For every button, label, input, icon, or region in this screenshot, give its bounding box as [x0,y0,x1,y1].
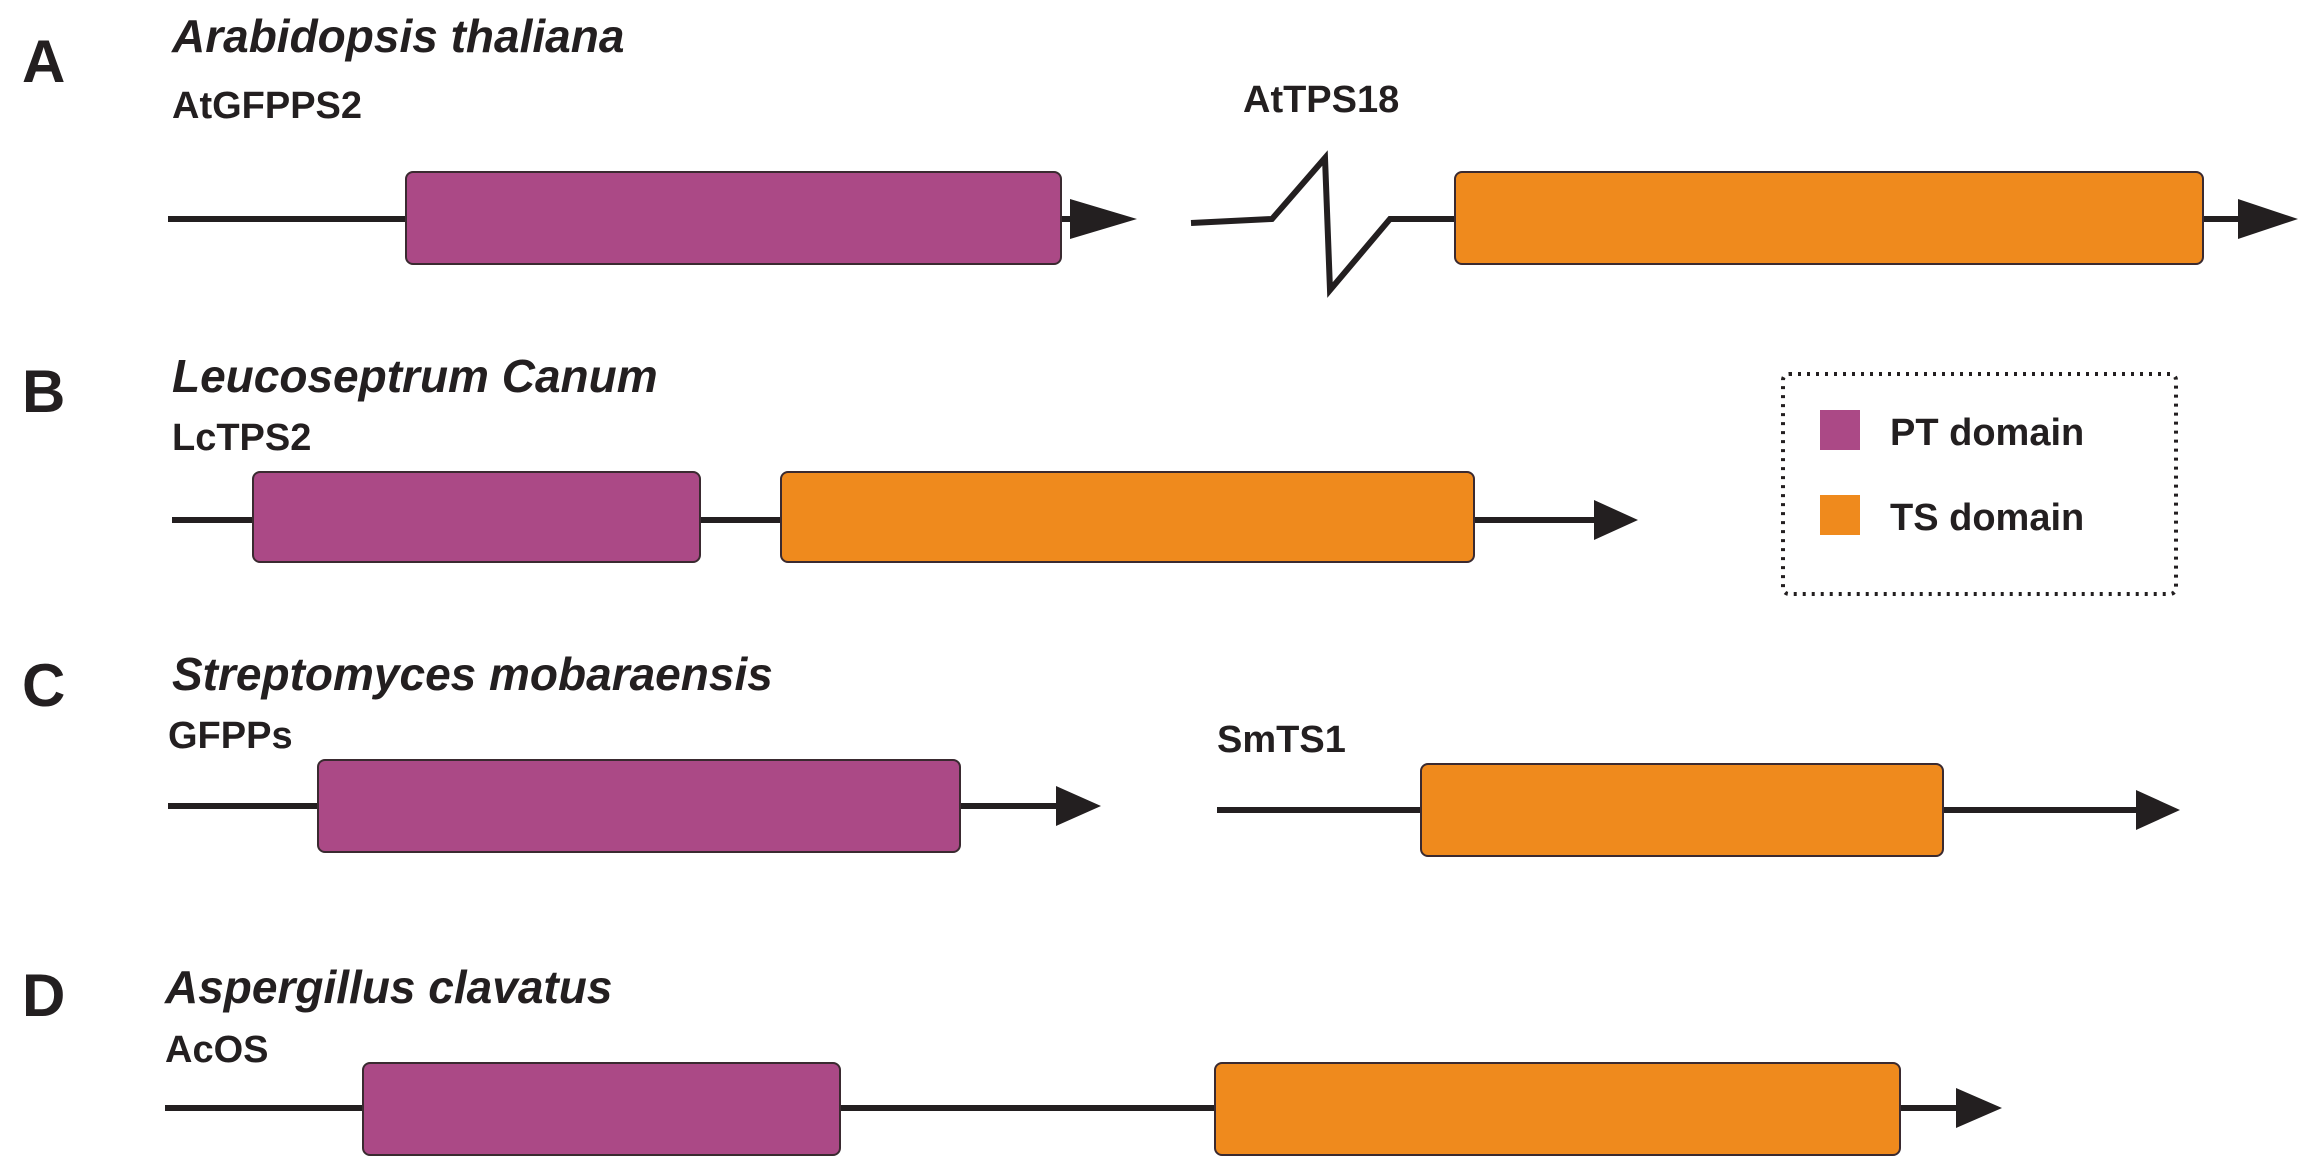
panel-c-gene-2-label: SmTS1 [1217,719,1346,761]
panel-c-gene-2-arrowhead [2136,790,2180,830]
panel-a-gene-1-arrowhead [1070,199,1137,239]
panel-a-gene-2-label: AtTPS18 [1243,79,1399,121]
panel-c-gene-2-ts-domain [1420,763,1944,857]
panel-d-gene-1-arrowhead [1956,1088,2002,1128]
panel-c-gene-1-arrowhead [1056,786,1101,826]
panel-a-gene-1-label: AtGFPPS2 [172,85,362,127]
panel-d-gene-1-ts-domain [1214,1062,1901,1156]
panel-b-gene-1-label: LcTPS2 [172,417,311,459]
panel-d-gene-1-label: AcOS [165,1029,268,1071]
panel-a: A Arabidopsis thaliana AtGFPPS2 AtTPS18 [22,10,2298,298]
panel-a-gene-2-arrowhead [2238,199,2298,239]
legend: PT domain TS domain [1781,372,2178,596]
panel-b-gene-1-ts-domain [780,471,1475,563]
legend-box [1781,372,2178,596]
panel-d-gene-1-pt-domain [362,1062,841,1156]
legend-ts-label: TS domain [1890,497,2084,539]
panel-b-species: Leucoseptrum Canum [172,350,658,402]
panel-d-letter: D [22,962,65,1029]
panel-b-gene-1-pt-domain [252,471,701,563]
panel-a-gene-2-ts-domain [1454,171,2204,265]
panel-c-species: Streptomyces mobaraensis [172,648,773,700]
panel-b-gene-1-arrowhead [1594,500,1638,540]
legend-pt-label: PT domain [1890,412,2084,454]
panel-a-letter: A [22,28,65,95]
panel-a-species: Arabidopsis thaliana [171,10,624,62]
panel-d-species: Aspergillus clavatus [164,961,612,1013]
panel-b-letter: B [22,358,65,425]
panel-c: C Streptomyces mobaraensis GFPPs SmTS1 [22,648,2180,857]
panel-c-gene-1-pt-domain [317,759,961,853]
legend-ts-swatch [1820,495,1860,535]
panel-d: D Aspergillus clavatus AcOS [22,961,2002,1156]
panel-a-gene-1-pt-domain [405,171,1062,265]
panel-c-gene-1-label: GFPPs [168,715,293,757]
legend-pt-swatch [1820,410,1860,450]
panel-c-letter: C [22,652,65,719]
panel-b: B Leucoseptrum Canum LcTPS2 PT domain TS… [22,350,2178,596]
